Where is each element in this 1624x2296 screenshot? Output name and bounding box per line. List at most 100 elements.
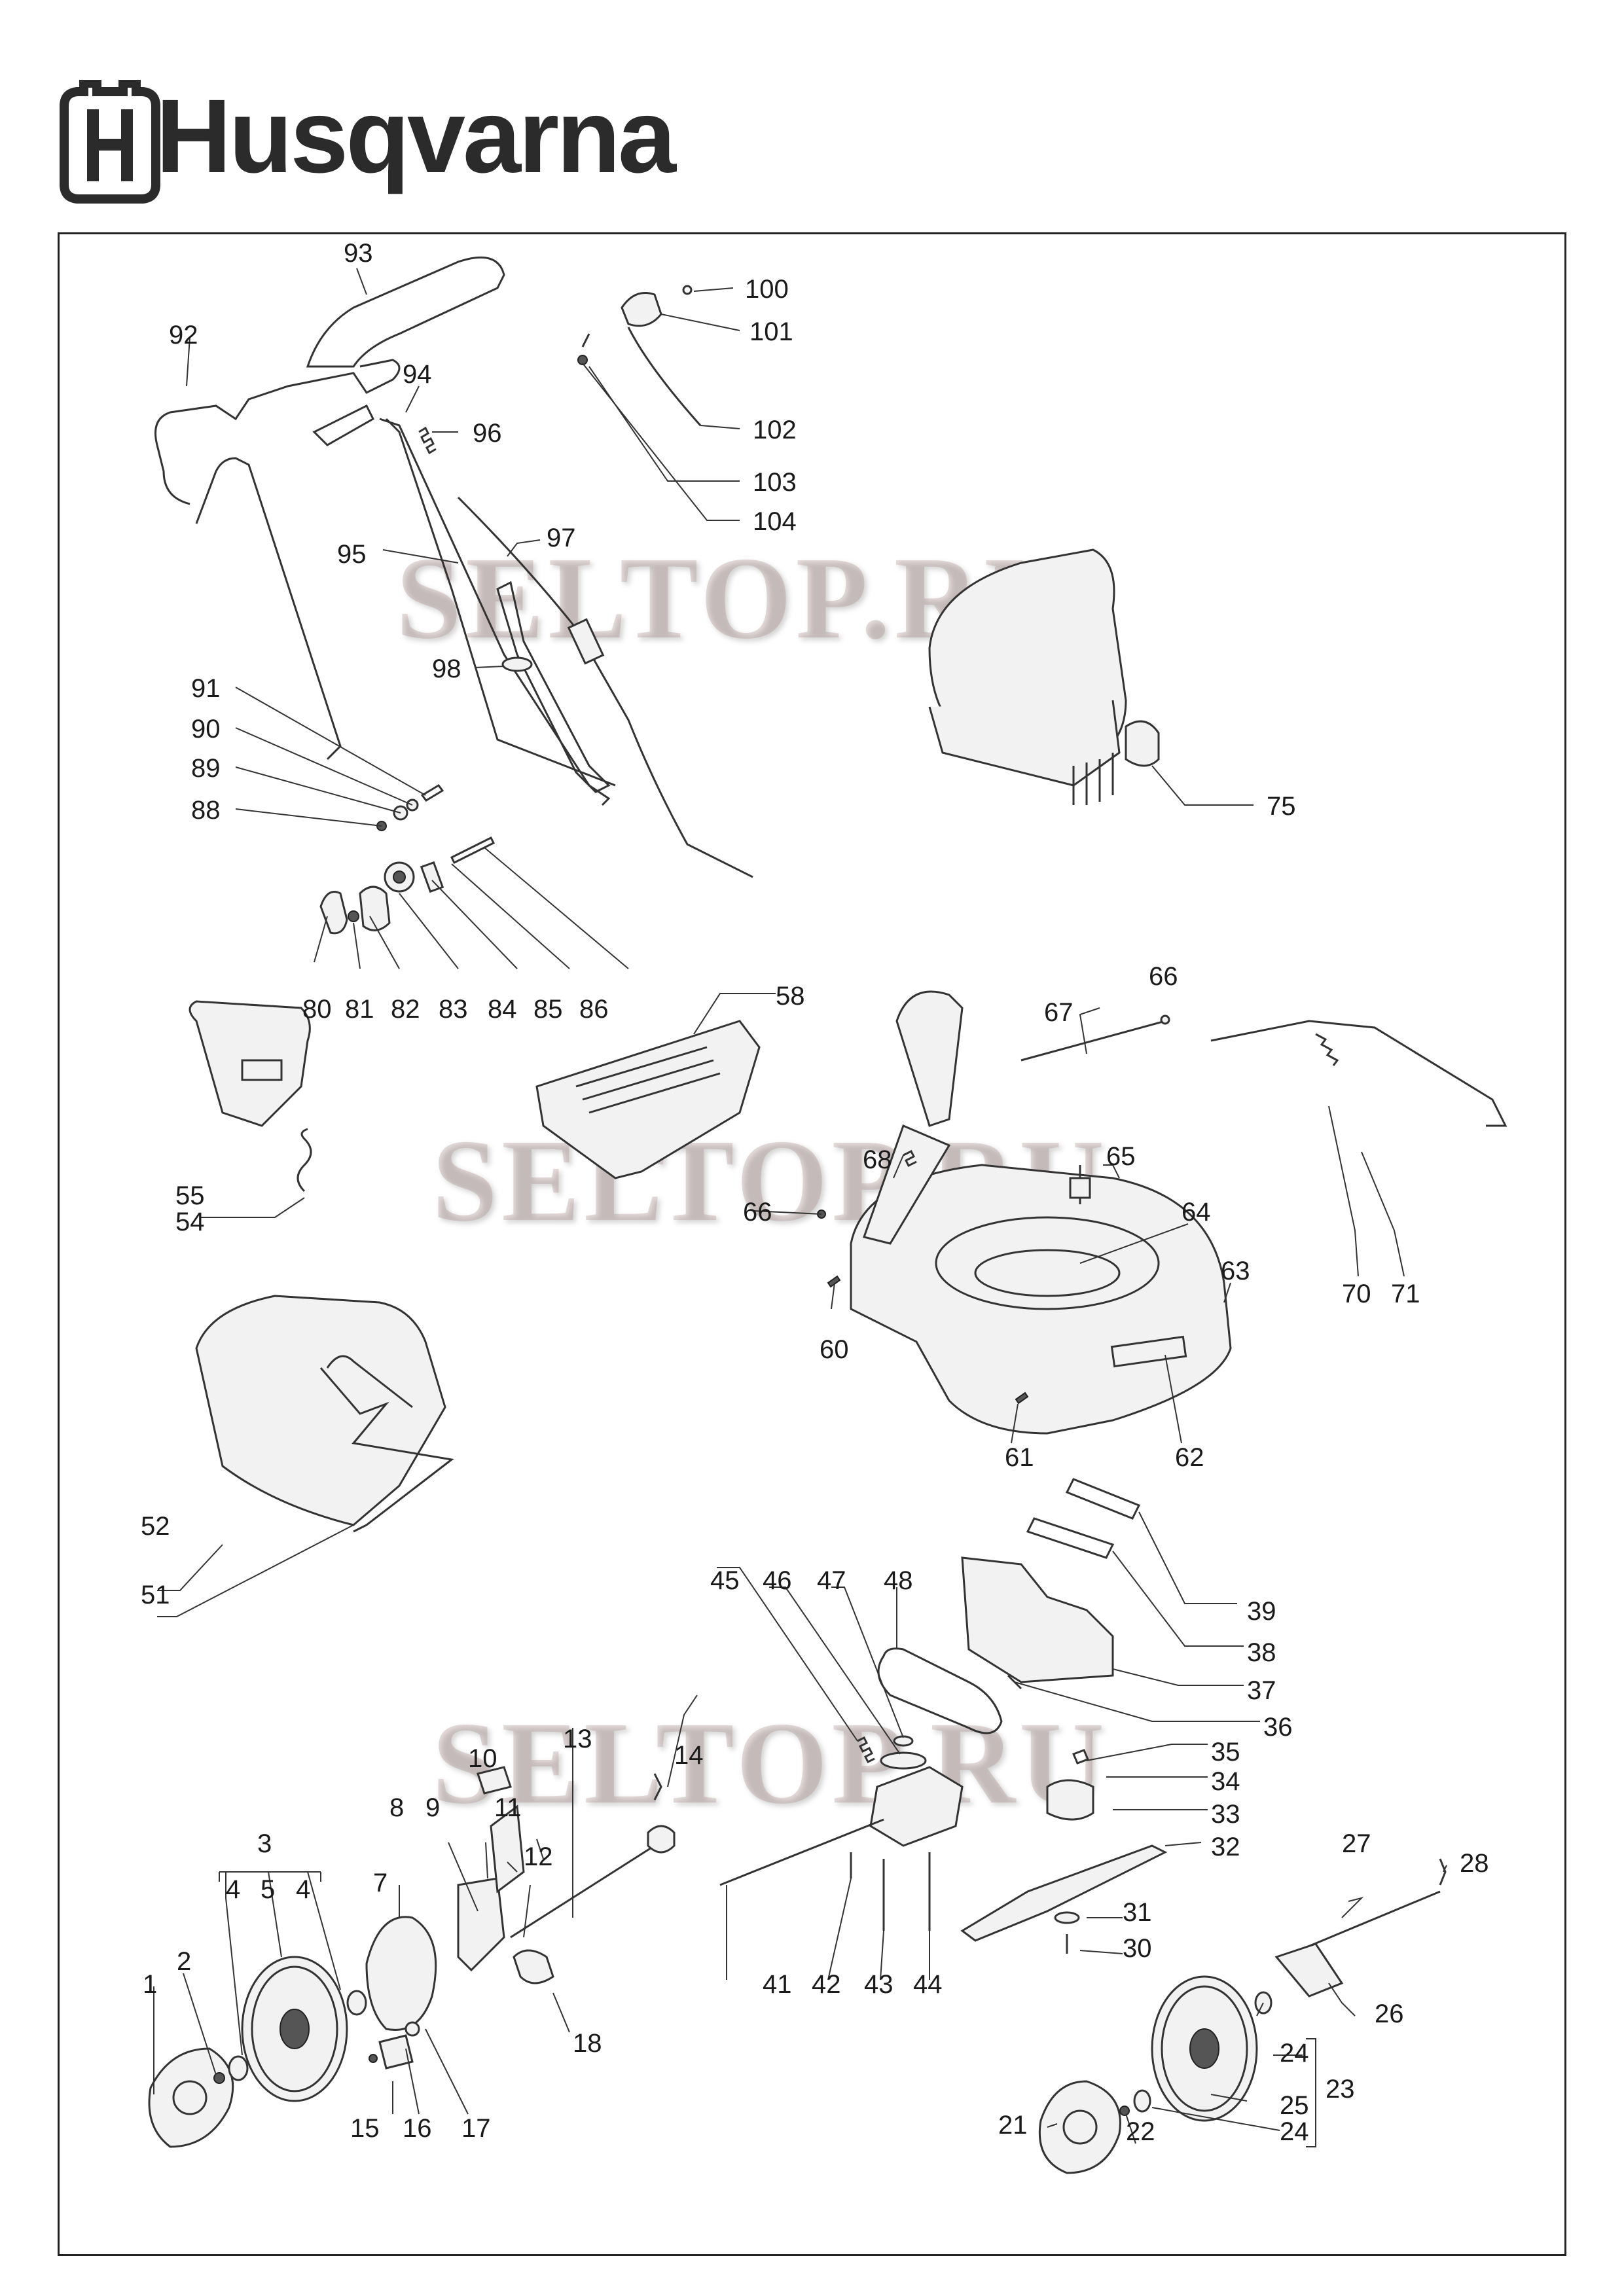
screw-60 bbox=[827, 1275, 841, 1288]
grass-bag-52 bbox=[195, 1295, 446, 1526]
callout-101: 101 bbox=[749, 317, 793, 346]
rear-flap-55 bbox=[189, 1000, 311, 1127]
callout-80: 80 bbox=[302, 995, 332, 1024]
callout-37: 37 bbox=[1247, 1676, 1276, 1705]
right-wheel-assembly bbox=[1038, 1975, 1272, 2174]
callout-38: 38 bbox=[1247, 1638, 1276, 1667]
engine-pullstart bbox=[1125, 720, 1160, 767]
callout-32: 32 bbox=[1211, 1833, 1240, 1861]
hubcap-21 bbox=[1038, 2080, 1121, 2174]
drive-cable bbox=[457, 496, 753, 878]
blade-adapter-33 bbox=[1046, 1779, 1094, 1821]
callout-10: 10 bbox=[468, 1744, 497, 1773]
callout-85: 85 bbox=[533, 995, 563, 1024]
callout-23: 23 bbox=[1326, 2075, 1355, 2104]
engine-assembly bbox=[928, 548, 1160, 805]
callout-labels: 93 92 94 96 95 97 98 100 101 102 103 104… bbox=[141, 239, 1489, 2146]
callout-33: 33 bbox=[1211, 1800, 1240, 1829]
callout-44: 44 bbox=[913, 1970, 943, 1999]
handle-center-bracket bbox=[312, 404, 374, 446]
mulch-insert-37 bbox=[961, 1556, 1114, 1683]
left-wheel-assembly bbox=[148, 1766, 676, 2148]
bearing-4a bbox=[228, 2055, 249, 2081]
husqvarna-logo bbox=[60, 80, 160, 204]
top-cover-58 bbox=[535, 1020, 761, 1179]
mower-deck-assembly bbox=[817, 990, 1507, 1435]
handle-upper-bar bbox=[306, 256, 505, 368]
group-brackets bbox=[219, 1871, 1316, 2147]
spring-45 bbox=[857, 1736, 875, 1764]
callout-46: 46 bbox=[763, 1566, 792, 1595]
callout-94: 94 bbox=[403, 360, 432, 389]
baffle-assembly bbox=[961, 1478, 1141, 1690]
callout-86: 86 bbox=[579, 995, 609, 1024]
screw-61 bbox=[1015, 1391, 1029, 1405]
callout-22: 22 bbox=[1126, 2117, 1155, 2146]
deck-motor-opening bbox=[935, 1216, 1160, 1310]
crown-h-icon bbox=[60, 80, 160, 204]
callout-35: 35 bbox=[1211, 1738, 1240, 1767]
engine-fins bbox=[1072, 753, 1114, 805]
axle-bearing-right bbox=[647, 1825, 676, 1854]
spring-96 bbox=[418, 426, 437, 455]
callout-18: 18 bbox=[573, 2029, 602, 2058]
hubcap-1-center bbox=[172, 2080, 208, 2115]
callout-51: 51 bbox=[141, 1581, 170, 1609]
drive-gearbox-assembly bbox=[719, 1647, 1003, 1931]
callout-95: 95 bbox=[337, 540, 367, 569]
adjuster-knob-80 bbox=[319, 891, 348, 935]
washer-47 bbox=[893, 1735, 914, 1747]
callout-36: 36 bbox=[1263, 1713, 1293, 1742]
blade-washer-31 bbox=[1054, 1911, 1080, 1924]
clip-18 bbox=[513, 1949, 554, 1984]
callout-8: 8 bbox=[389, 1793, 404, 1822]
grass-bag-handle bbox=[326, 1355, 413, 1408]
deck-label-62 bbox=[1110, 1335, 1187, 1368]
washer-2 bbox=[213, 2072, 225, 2084]
callout-90: 90 bbox=[191, 715, 221, 744]
blade-assembly bbox=[960, 1749, 1168, 1954]
callout-98: 98 bbox=[432, 655, 461, 683]
callout-11: 11 bbox=[494, 1793, 522, 1822]
grass-catcher-assembly bbox=[195, 1295, 454, 1533]
callout-88: 88 bbox=[191, 796, 221, 825]
throttle-wire-104 bbox=[581, 333, 590, 348]
lower-handle-tube bbox=[379, 418, 611, 806]
washer-17 bbox=[405, 2021, 420, 2037]
callout-4-right: 4 bbox=[296, 1875, 310, 1904]
callout-93: 93 bbox=[344, 239, 373, 268]
clip-98 bbox=[501, 656, 533, 672]
callout-100: 100 bbox=[745, 275, 789, 304]
throttle-screw-100 bbox=[682, 285, 693, 295]
spring-68 bbox=[903, 1149, 917, 1168]
pulley-46 bbox=[880, 1751, 927, 1770]
diagram-frame bbox=[58, 232, 1566, 2256]
key-35 bbox=[1072, 1749, 1089, 1765]
callout-1: 1 bbox=[143, 1970, 157, 1999]
handle-lower-tube-95 bbox=[496, 581, 611, 793]
spring-81 bbox=[348, 910, 359, 922]
adjuster-plate-82 bbox=[359, 886, 391, 931]
deck-inner-ring bbox=[974, 1249, 1121, 1297]
flap-spring-54 bbox=[297, 1128, 312, 1193]
callout-102: 102 bbox=[753, 416, 797, 444]
callout-43: 43 bbox=[864, 1970, 893, 1999]
callout-14: 14 bbox=[674, 1741, 704, 1770]
handle-left-tube bbox=[195, 457, 342, 761]
pin-28 bbox=[1439, 1858, 1447, 1886]
callout-45: 45 bbox=[710, 1566, 740, 1595]
hubcap-21-center bbox=[1062, 2109, 1098, 2145]
rear-axle-assembly bbox=[1274, 1858, 1447, 1998]
rear-flap-slot bbox=[241, 1059, 283, 1081]
callout-27: 27 bbox=[1342, 1829, 1371, 1858]
pinion-16 bbox=[378, 2034, 414, 2070]
callout-65: 65 bbox=[1106, 1142, 1136, 1171]
callout-16: 16 bbox=[403, 2114, 432, 2143]
callout-66-left: 66 bbox=[743, 1198, 772, 1227]
top-cover-assembly bbox=[535, 1020, 761, 1179]
rear-lever-71 bbox=[1210, 1020, 1507, 1127]
callout-52: 52 bbox=[141, 1512, 170, 1541]
callout-70: 70 bbox=[1342, 1280, 1371, 1308]
cover-ribs bbox=[575, 1046, 721, 1114]
